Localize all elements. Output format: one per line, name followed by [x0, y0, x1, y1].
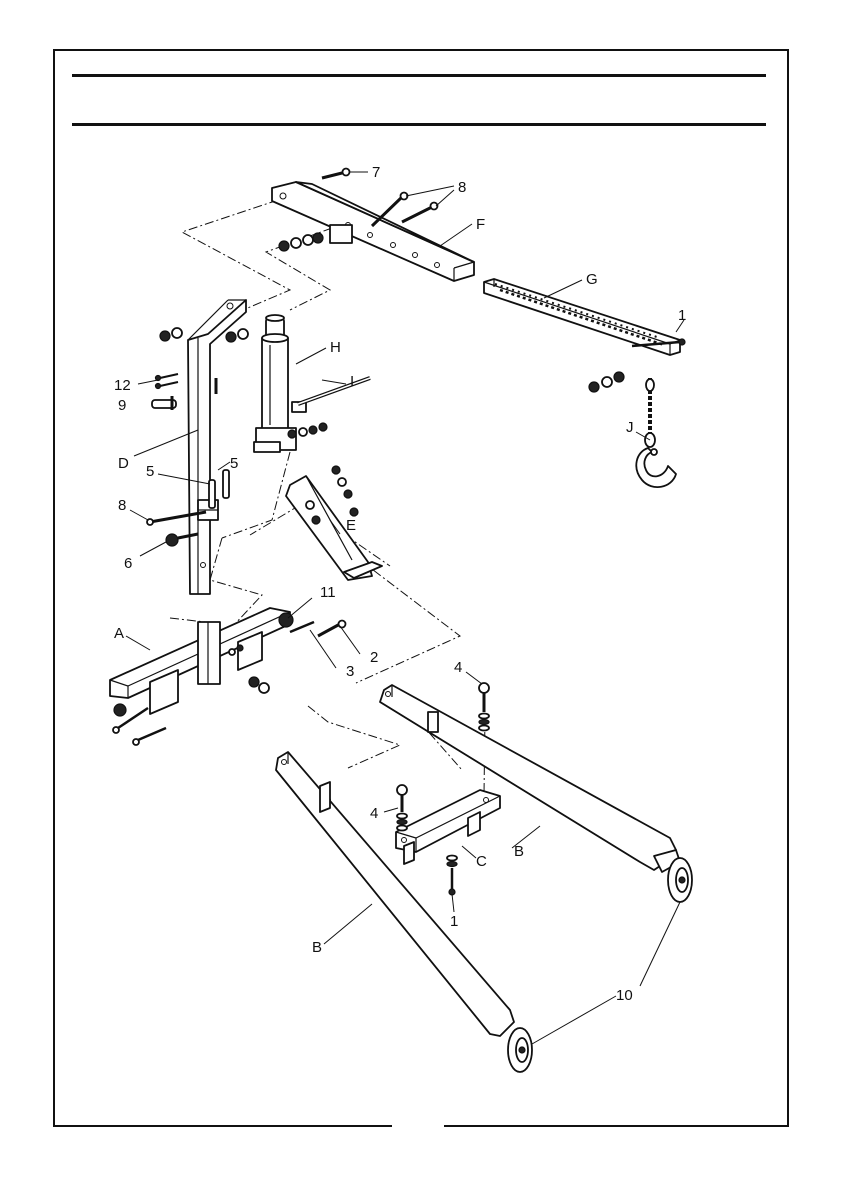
label-5-left: 5 [146, 463, 154, 480]
label-j: J [626, 419, 634, 436]
bolts-12 [156, 374, 179, 389]
part-d-mast [160, 300, 248, 594]
label-b-left: B [312, 939, 322, 956]
label-3: 3 [346, 663, 354, 680]
part-j-chain-hook [636, 378, 676, 487]
label-c: C [476, 853, 487, 870]
label-a: A [114, 625, 124, 642]
label-4-top: 4 [454, 659, 462, 676]
label-2: 2 [370, 649, 378, 666]
label-h: H [330, 339, 341, 356]
label-5-right: 5 [230, 455, 238, 472]
bolts-2-3 [290, 621, 346, 637]
bolt-7 [322, 169, 350, 179]
label-b-right: B [514, 843, 524, 860]
label-11: 11 [320, 584, 336, 601]
part-a-base [110, 608, 293, 745]
label-4-mid: 4 [370, 805, 378, 822]
label-7: 7 [372, 164, 380, 181]
assembly-guide-lines [170, 200, 485, 795]
label-d: D [118, 455, 129, 472]
pins-5 [209, 470, 229, 508]
label-1-bottom: 1 [450, 913, 458, 930]
label-e: E [346, 517, 356, 534]
label-1-top: 1 [678, 307, 686, 324]
label-6: 6 [124, 555, 132, 572]
label-12: 12 [114, 377, 131, 394]
part-h-hydraulic-ram [254, 315, 327, 452]
label-8-top: 8 [458, 179, 466, 196]
part-b-right-leg [380, 685, 692, 902]
label-i: I [350, 373, 354, 390]
label-g: G [586, 271, 598, 288]
label-f: F [476, 216, 485, 233]
part-g-extension [484, 279, 685, 392]
part-f-boom [272, 182, 474, 281]
label-8-left: 8 [118, 497, 126, 514]
label-10: 10 [616, 987, 633, 1004]
label-9: 9 [118, 397, 126, 414]
part-e-brace [286, 466, 382, 580]
